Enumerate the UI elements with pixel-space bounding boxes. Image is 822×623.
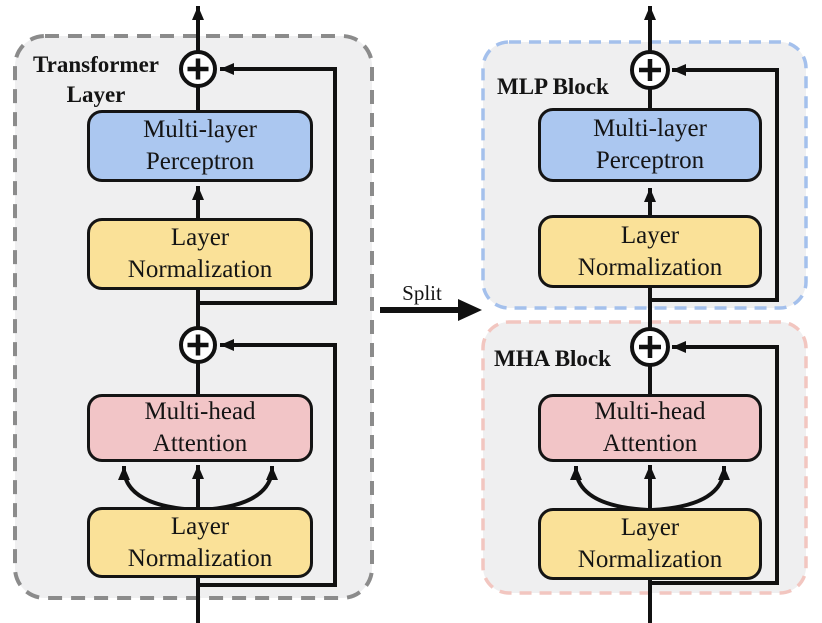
left-mha-residual-arrow [198,339,337,587]
split-arrow [380,299,482,321]
left-mlp-residual-arrow [198,63,337,305]
plus-glyph [639,336,661,358]
plus-glyph [187,58,209,80]
mha-block-layer-norm-box: Layer Normalization [538,508,762,580]
plus-glyph [187,334,209,356]
left-layer-norm-bottom-box: Layer Normalization [87,507,313,578]
right-wiring [570,6,779,623]
left-mlp-box: Multi-layer Perceptron [87,110,313,182]
left-wiring [118,6,337,623]
transformer-panel-label: Transformer Layer [32,52,160,108]
left-layer-norm-top-box: Layer Normalization [87,218,313,290]
mha-block-panel-label: MHA Block [494,346,611,371]
mha-block-mha-box: Multi-head Attention [538,394,762,462]
mha-block-residual-arrow [650,341,779,585]
add-icon [630,50,670,90]
left-mha-box: Multi-head Attention [87,394,313,462]
add-icon [179,326,217,364]
plus-glyph [639,59,661,81]
add-icon [179,50,217,88]
mlp-block-layer-norm-box: Layer Normalization [538,215,762,288]
split-arrowhead [458,299,482,321]
mlp-block-residual-arrow [650,64,779,302]
mlp-block-panel-label: MLP Block [497,74,609,99]
mlp-block-mlp-box: Multi-layer Perceptron [538,108,762,182]
split-label: Split [402,281,442,305]
add-icon [630,327,670,367]
